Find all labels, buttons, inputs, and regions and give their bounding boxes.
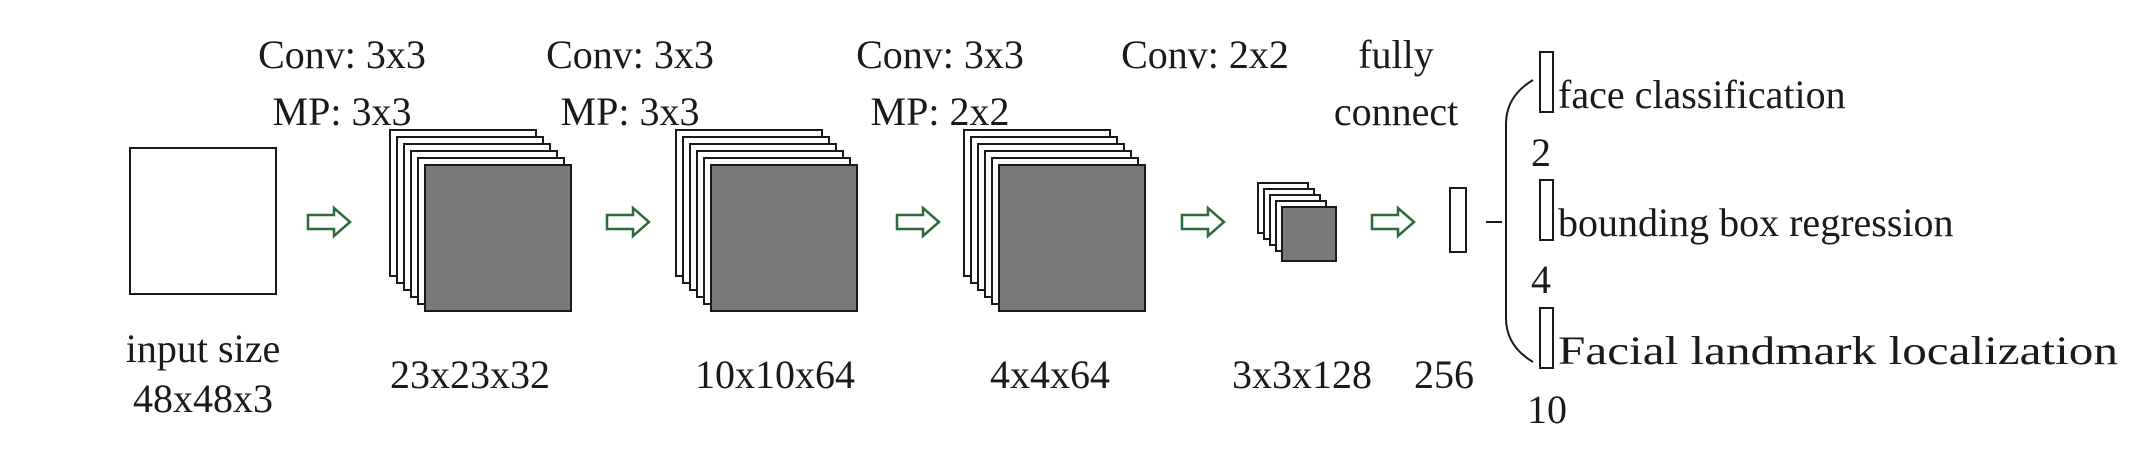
arrow-icon <box>605 205 651 239</box>
output-3-size: 10 <box>1527 387 1567 432</box>
layer-2-op-line1: Conv: 3x3 <box>546 32 714 77</box>
output-vector-3 <box>1539 307 1554 369</box>
arrow-icon <box>306 205 352 239</box>
layer-1-op-line1: Conv: 3x3 <box>258 32 426 77</box>
layer-2-op-line2: MP: 3x3 <box>561 89 700 134</box>
feature-map-stack-1 <box>389 129 572 312</box>
layer-3-dims: 4x4x64 <box>990 352 1110 397</box>
arrow-icon <box>1180 205 1226 239</box>
fc-size: 256 <box>1414 352 1474 397</box>
input-label-line1: input size <box>126 326 280 371</box>
fc-label-line2: connect <box>1334 89 1458 134</box>
layer-3-op-line2: MP: 2x2 <box>871 89 1010 134</box>
arrow-icon <box>895 205 941 239</box>
output-brace <box>1505 79 1534 363</box>
layer-4-op-line1: Conv: 2x2 <box>1121 32 1289 77</box>
layer-4-dims: 3x3x128 <box>1232 352 1372 397</box>
output-vector-1 <box>1539 51 1554 113</box>
fc-vector <box>1449 187 1467 253</box>
layer-2-dims: 10x10x64 <box>695 352 855 397</box>
layer-3-op-line1: Conv: 3x3 <box>856 32 1024 77</box>
fc-label-line1: fully <box>1358 32 1434 77</box>
arrow-icon <box>1370 205 1416 239</box>
output-3-label: Facial landmark localization <box>1558 328 2118 373</box>
input-image-box <box>129 147 277 295</box>
feature-map-stack-4 <box>1257 182 1337 262</box>
input-label-line2: 48x48x3 <box>133 376 273 421</box>
output-2-size: 4 <box>1531 257 1551 302</box>
feature-map-stack-2 <box>675 129 858 312</box>
feature-map-stack-3 <box>963 129 1146 312</box>
output-1-label: face classification <box>1558 72 1846 117</box>
output-2-label: bounding box regression <box>1558 200 1954 245</box>
layer-1-dims: 23x23x32 <box>390 352 550 397</box>
output-1-size: 2 <box>1531 130 1551 175</box>
output-vector-2 <box>1539 179 1554 241</box>
layer-1-op-line2: MP: 3x3 <box>273 89 412 134</box>
